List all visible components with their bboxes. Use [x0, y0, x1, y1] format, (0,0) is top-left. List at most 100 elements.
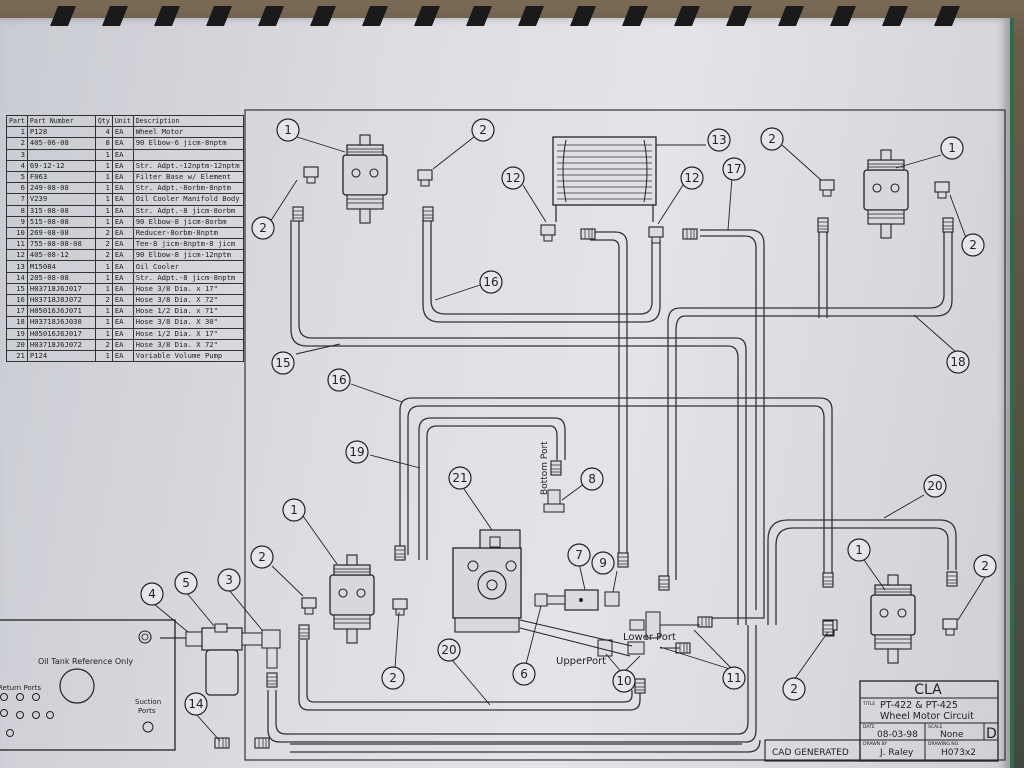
balloon-label: 17 — [726, 162, 741, 176]
balloon-label: 16 — [483, 275, 498, 289]
bom-cell-qty: 1 — [94, 349, 113, 363]
spiral-ring — [622, 6, 648, 26]
bom-cell-qty: 1 — [94, 193, 113, 206]
date-tag: DATE — [863, 724, 875, 730]
balloon-label: 16 — [331, 373, 346, 387]
callout-balloons: 1 2 2 1 2 2 1 2 2 1 2 2 3 4 5 6 7 8 9 10… — [140, 118, 997, 716]
balloon-label: 20 — [927, 479, 942, 493]
bom-cell-qty: 8 — [94, 137, 113, 150]
balloon-label: 1 — [855, 543, 863, 557]
spiral-ring — [414, 6, 440, 26]
balloon-label: 1 — [948, 141, 956, 155]
balloon-label: 10 — [616, 674, 631, 688]
bom-cell-part-number: 405-06-08 — [26, 137, 96, 150]
spiral-ring — [518, 6, 544, 26]
balloon-label: 13 — [711, 133, 726, 147]
spiral-ring — [778, 6, 804, 26]
bom-cell-description: 90 Elbow-6 jicm-8nptm — [132, 137, 245, 150]
spiral-ring — [466, 6, 492, 26]
spiral-ring — [50, 6, 76, 26]
bom-header-row: Part Part Number Qty Unit Description — [6, 114, 245, 128]
bom-cell-description: Oil Cooler Manifold Body — [132, 193, 245, 206]
bom-cell-unit: EA — [111, 159, 134, 172]
bom-cell-description: Variable Volume Pump — [132, 349, 245, 363]
balloon-label: 20 — [441, 643, 456, 657]
spiral-ring — [206, 6, 232, 26]
bom-cell-part: 5 — [6, 170, 28, 184]
spiral-ring — [882, 6, 908, 26]
bom-cell-part-number: F063 — [26, 170, 96, 184]
spiral-ring — [830, 6, 856, 26]
balloon-label: 4 — [148, 587, 156, 601]
spiral-binding — [50, 6, 960, 26]
drawing-scale: None — [940, 730, 964, 740]
upper-port-label: UpperPort — [556, 656, 606, 667]
bom-cell-description — [132, 148, 245, 161]
balloon-label: 18 — [950, 355, 965, 369]
spiral-ring — [934, 6, 960, 26]
filter-assembly — [185, 623, 281, 696]
bom-cell-part-number: 755-08-08-08 — [26, 238, 96, 251]
bom-cell-part-number: V239 — [26, 193, 96, 206]
balloon-label: 19 — [349, 445, 364, 459]
bom-cell-part: 11 — [6, 238, 28, 251]
spiral-ring — [674, 6, 700, 26]
bom-cell-description: Reducer-8orbm-8nptm — [132, 226, 245, 240]
scale-tag: SCALE — [928, 724, 943, 730]
bom-cell-description: Tee-8 jicm-8nptm-8 jicm — [132, 238, 245, 251]
balloon-label: 1 — [284, 123, 292, 137]
title-line-1: PT-422 & PT-425 — [880, 700, 958, 711]
bill-of-materials-table: Part Part Number Qty Unit Description 1 P… — [6, 114, 245, 363]
bom-cell-qty: 1 — [94, 148, 113, 161]
bom-cell-description: Filter Base w/ Element — [132, 170, 245, 184]
leader-lines — [153, 136, 986, 742]
bom-cell-qty: 1 — [94, 215, 113, 228]
return-ports-label: Return Ports — [0, 684, 41, 692]
balloon-label: 2 — [981, 559, 989, 573]
bom-cell-qty: 1 — [94, 170, 113, 184]
spiral-ring — [154, 6, 180, 26]
bom-cell-qty: 1 — [94, 159, 113, 172]
balloon-label: 5 — [182, 576, 190, 590]
bom-cell-part-number: 69-12-12 — [26, 159, 96, 172]
balloon-label: 2 — [768, 132, 776, 146]
bom-cell-qty: 1 — [94, 182, 113, 195]
suction-ports-label-line2: Ports — [138, 707, 156, 715]
bom-cell-part-number: P128 — [26, 126, 96, 139]
variable-volume-pump — [452, 529, 522, 633]
title-block — [764, 680, 999, 762]
balloon-label: 11 — [726, 671, 741, 685]
company-name: CLA — [914, 682, 942, 698]
spiral-ring — [310, 6, 336, 26]
drawing-date: 08-03-98 — [877, 730, 918, 740]
balloon-label: 15 — [275, 356, 290, 370]
title-line-2: Wheel Motor Circuit — [880, 711, 974, 722]
suction-ports-label-line1: Suction — [135, 698, 161, 706]
balloon-label: 21 — [452, 471, 467, 485]
bom-cell-description: Str. Adpt.-8 jicm-8orbm — [132, 204, 245, 217]
cad-generated-note: CAD GENERATED — [772, 748, 849, 758]
balloon-label: 2 — [258, 550, 266, 564]
oil-cooler-manifold — [519, 489, 700, 657]
bottom-port-label: Bottom Port — [540, 441, 550, 495]
wheel-motor-bottom-right — [870, 574, 916, 664]
wheel-motor-bottom-left — [329, 554, 375, 644]
bom-cell-description: Str. Adpt.-8orbm-8nptm — [132, 182, 245, 195]
lower-port-label: Lower Port — [623, 632, 676, 643]
oil-tank — [0, 619, 176, 751]
bom-cell-part-number: 269-08-08 — [26, 226, 96, 240]
